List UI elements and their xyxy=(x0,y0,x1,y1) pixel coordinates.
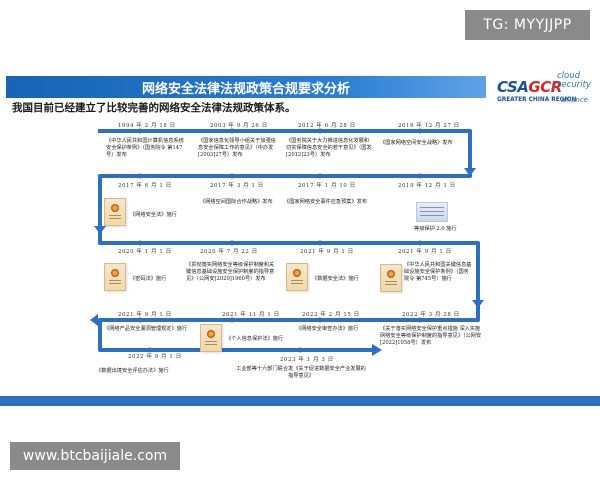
law-document-icon xyxy=(104,198,126,226)
row2-date: 2017 年 3 月 1 日 xyxy=(210,183,264,189)
slide-title: 网络安全法律法规政策合规要求分析 xyxy=(6,76,486,98)
row1-label: 《中华人民共和国计算机信息系统安全保护条例》（国务院令 第147号）发布 xyxy=(106,138,184,158)
dot xyxy=(137,240,143,246)
emblem-icon xyxy=(387,270,395,278)
dot xyxy=(229,128,235,134)
row5-label: 《数据出境安全评估办法》施行 xyxy=(96,368,169,374)
row3-label: 《密码法》施行 xyxy=(130,276,167,282)
law-document-icon xyxy=(104,263,126,291)
row3-date: 2021 年 9 月 1 日 xyxy=(300,249,354,255)
slide-subtitle: 我国目前已经建立了比较完善的网络安全法律法规政策体系。 xyxy=(12,102,296,114)
dot xyxy=(229,173,235,179)
dot xyxy=(137,317,143,323)
row4-date: 2021 年 11 月 1 日 xyxy=(222,312,280,318)
row5-label: 工业部等十六部门联合发《关于促进数据安全产业发展的指导意见》 xyxy=(236,366,366,379)
dot xyxy=(297,347,303,353)
csa-gcr-logo: CSAGCR cloud security GREATER CHINA REGI… xyxy=(497,72,597,108)
dot xyxy=(417,128,423,134)
dot xyxy=(417,317,423,323)
row2-label: 《网络空间国际合作战略》发布 xyxy=(200,199,273,205)
law-document-icon xyxy=(200,324,222,352)
slide-bottom-bar xyxy=(0,396,600,406)
dot xyxy=(147,347,153,353)
website-watermark: www.btcbaijiale.com xyxy=(10,442,180,470)
dot xyxy=(137,173,143,179)
timeline-path xyxy=(90,128,484,356)
emblem-icon xyxy=(293,269,301,277)
row5-date: 2023 年 1 月 3 日 xyxy=(280,357,334,363)
dot xyxy=(417,173,423,179)
row3-label: 《中华人民共和国关键信息基础设施安全保护条例》（国务院令 第745号）施行 xyxy=(404,262,472,282)
row4-label: 《关于落实网络安全保护重点措施 深入实施网络安全等级保护制度的指导意见》（公网安… xyxy=(380,326,482,346)
row3-label: 《贯彻落实网络安全等级保护制度和关键信息基础设施安全保护制度的指导意见》（公网安… xyxy=(186,262,275,282)
row3-date: 2020 年 7 月 22 日 xyxy=(200,249,258,255)
row4-label: 《个人信息保护法》施行 xyxy=(226,336,284,342)
law-document-icon xyxy=(286,263,308,291)
dot xyxy=(317,128,323,134)
dot xyxy=(317,240,323,246)
dot xyxy=(317,173,323,179)
logo-main: CSAGCR xyxy=(497,78,562,96)
row5-date: 2022 年 9 月 1 日 xyxy=(128,354,182,360)
row2-date: 2019 年 12 月 1 日 xyxy=(398,183,456,189)
row2-date: 2017 年 6 月 1 日 xyxy=(118,183,172,189)
row3-date: 2020 年 1 月 1 日 xyxy=(118,249,172,255)
row3-date: 2021 年 9 月 1 日 xyxy=(398,249,452,255)
row4-date: 2021 年 9 月 1 日 xyxy=(118,312,172,318)
arrow-row3-down xyxy=(472,300,484,308)
row2-date: 2017 年 1 月 10 日 xyxy=(298,183,356,189)
row1-label: 《国务院关于大力推进信息化发展和切实保障信息安全的若干意见》（国发[2012]2… xyxy=(286,138,372,158)
row2-label: 等级保护 2.0 施行 xyxy=(414,226,457,232)
row4-date: 2022 年 3 月 28 日 xyxy=(402,312,460,318)
law-document-icon xyxy=(380,264,402,292)
row3-label: 《数据安全法》施行 xyxy=(312,276,359,282)
logo-side-text: cloud security xyxy=(557,71,591,90)
arrow-row2-down xyxy=(94,226,106,234)
arrow-row1-down xyxy=(464,168,476,176)
dot xyxy=(229,317,235,323)
emblem-icon xyxy=(207,330,215,338)
tg-badge: TG: MYYJJPP xyxy=(465,10,590,40)
logo-csa: CSA xyxy=(497,78,529,96)
row1-date: 2003 年 9 月 26 日 xyxy=(210,123,268,129)
dot xyxy=(417,240,423,246)
tg-label: TG: MYYJJPP xyxy=(483,17,572,33)
arrow-row4-left xyxy=(90,314,98,326)
logo-sub-text: GREATER CHINA REGION xyxy=(497,97,577,103)
dot xyxy=(317,317,323,323)
row4-label: 《网络安全审查办法》施行 xyxy=(296,326,359,332)
slide: 网络安全法律法规政策合规要求分析 CSAGCR cloud security G… xyxy=(0,68,600,408)
row4-label: 《网络产品安全漏洞管理规定》施行 xyxy=(104,326,188,332)
row2-label: 《网络安全法》施行 xyxy=(130,212,177,218)
row1-label: 《国家信息化领导小组关于加强信息安全保障工作的意见》（中办发[2003]27号）… xyxy=(198,138,276,158)
emblem-icon xyxy=(111,269,119,277)
logo-sub2-text: alliance xyxy=(561,96,589,104)
row1-date: 1994 年 2 月 18 日 xyxy=(118,123,176,129)
website-text: www.btcbaijiale.com xyxy=(22,448,168,464)
logo-gcr: GCR xyxy=(528,78,562,96)
standard-document-icon xyxy=(416,202,448,222)
timeline-segment-row4 xyxy=(98,293,480,352)
row1-date: 2016 年 12 月 27 日 xyxy=(398,123,460,129)
row2-label: 《国家网络安全事件应急预案》发布 xyxy=(284,199,368,205)
arrow-row5-right xyxy=(372,344,382,356)
emblem-icon xyxy=(111,204,119,212)
dot xyxy=(137,128,143,134)
dot xyxy=(229,240,235,246)
row4-date: 2022 年 2 月 15 日 xyxy=(302,312,360,318)
row1-label: 《国家网络空间安全战略》发布 xyxy=(380,140,453,146)
row1-date: 2012 年 6 月 28 日 xyxy=(298,123,356,129)
